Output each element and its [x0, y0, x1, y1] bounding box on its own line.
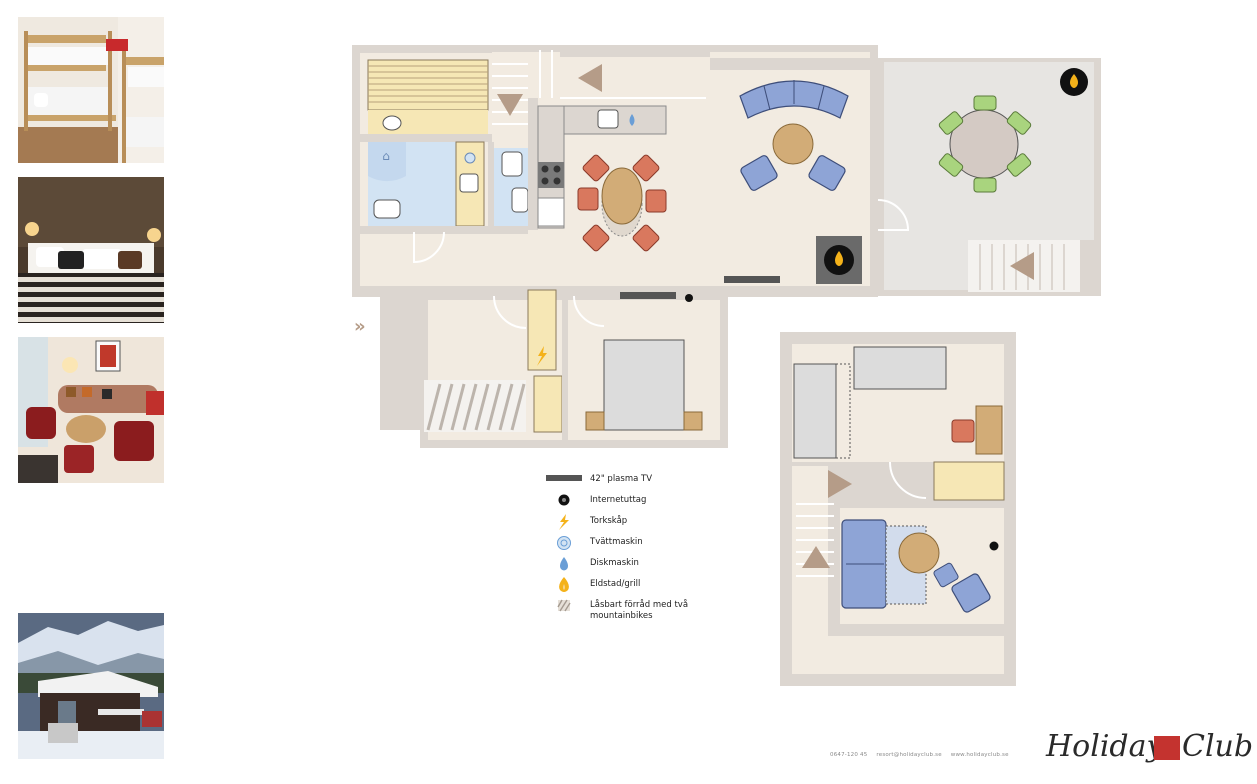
upper-internet-socket: [989, 541, 999, 551]
upper-wardrobe: [933, 461, 1005, 501]
stair-arrow-down: [497, 94, 523, 116]
legend-item-washing-machine: Tvättmaskin: [546, 535, 746, 556]
logo-word-club: Club: [1182, 729, 1254, 764]
tv-icon: [546, 475, 582, 481]
living-set: [739, 80, 849, 191]
kitchen-sink: [597, 109, 619, 129]
legend-item-storage: Låsbart förråd med två mountainbikes: [546, 598, 746, 621]
logo-square: [1154, 736, 1180, 760]
network-socket-icon: [558, 494, 570, 506]
shower-icon: ⌂: [382, 149, 390, 163]
stove: [538, 162, 564, 188]
desk: [975, 405, 1003, 455]
bathroom-sink: [459, 173, 479, 193]
upper-stair-arrow-right: [828, 470, 852, 498]
stair-arrow-left: [578, 64, 602, 92]
photo-bunk-bedroom: [18, 17, 164, 163]
legend: 42" plasma TV Internetuttag Torkskåp Tvä…: [546, 472, 746, 621]
toilet: [373, 199, 401, 219]
internet-socket: [685, 294, 693, 302]
storage-hatch-icon: [557, 599, 571, 612]
photo-double-bedroom: [18, 177, 164, 323]
washing-machine-icon: [557, 536, 571, 550]
drying-cabinet-icon: [537, 346, 547, 366]
legend-item-tv: 42" plasma TV: [546, 472, 746, 493]
sauna-heater: [382, 115, 402, 131]
footer-phone: 0647-120 45: [830, 752, 868, 758]
photo-living-room: [18, 337, 164, 483]
drying-cabinet-icon: [559, 514, 569, 530]
logo-word-holiday: Holiday: [1046, 729, 1164, 764]
bedroom-wardrobe: [533, 375, 563, 433]
holiday-club-logo: Holiday Club: [1046, 728, 1253, 768]
upper-coffee-table: [898, 532, 940, 574]
upper-bed-2: [853, 346, 947, 390]
dishwasher-icon: [629, 114, 635, 126]
dishwasher-icon: [560, 557, 568, 571]
fireplace-icon: [835, 251, 843, 266]
grill-icon: [1070, 74, 1078, 88]
upper-bed-1: [793, 363, 837, 459]
tv: [724, 276, 780, 283]
entrance-arrow-icon: »: [354, 316, 366, 337]
footer-contact: 0647-120 45 resort@holidayclub.se www.ho…: [830, 752, 1016, 758]
upper-armchair: [951, 573, 991, 613]
upper-stair-arrow-up: [802, 546, 830, 568]
fireplace-icon: [559, 577, 569, 592]
legend-item-drying-cabinet: Torkskåp: [546, 514, 746, 535]
photo-cabin-exterior: [18, 613, 164, 759]
double-bed: [603, 339, 685, 431]
desk-chair: [951, 419, 975, 443]
fridge: [537, 197, 565, 227]
washing-machine: [464, 152, 476, 164]
dining-set: [577, 154, 667, 252]
terrace-dining: [938, 95, 1032, 193]
terrace-stair-arrow: [1010, 252, 1034, 280]
footer-web[interactable]: www.holidayclub.se: [950, 752, 1009, 758]
stairs-top: [492, 50, 706, 144]
footer-email[interactable]: resort@holidayclub.se: [876, 752, 942, 758]
legend-item-dishwasher: Diskmaskin: [546, 556, 746, 577]
legend-item-fireplace: Eldstad/grill: [546, 577, 746, 598]
legend-item-internet: Internetuttag: [546, 493, 746, 514]
